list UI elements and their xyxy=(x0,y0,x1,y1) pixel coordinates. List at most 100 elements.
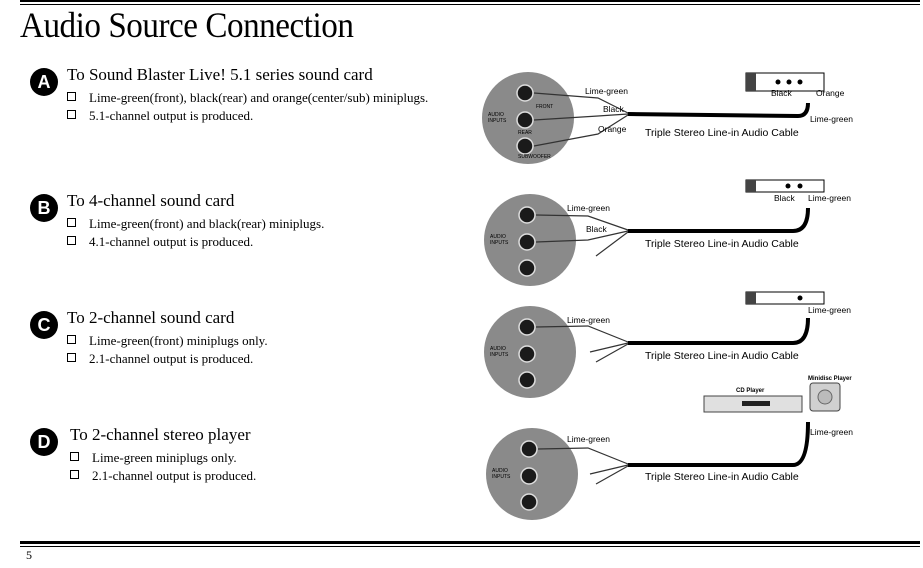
top-rule-thin xyxy=(20,4,920,5)
bullet-list: Lime-green(front) and black(rear) minipl… xyxy=(67,215,324,251)
diagram-b-svg: AUDIO INPUTS Lime-green Black Triple Ste… xyxy=(484,179,851,286)
plug-wire-icon xyxy=(595,465,629,485)
bullet-item: Lime-green(front), black(rear) and orang… xyxy=(67,89,428,107)
plug-wire-icon xyxy=(537,447,629,465)
plug-label: Black xyxy=(586,224,608,234)
bullet-item: 4.1-channel output is produced. xyxy=(67,233,324,251)
plug-label: Orange xyxy=(598,124,627,134)
panel-inputs-label: INPUTS xyxy=(488,118,507,124)
checkbox-icon xyxy=(67,353,76,362)
cd-player-label: CD Player xyxy=(736,388,765,394)
bullet-item: Lime-green(front) miniplugs only. xyxy=(67,332,268,350)
checkbox-icon xyxy=(70,452,79,461)
section-badge: A xyxy=(30,68,58,96)
panel-rear-label: REAR xyxy=(518,130,532,136)
checkbox-icon xyxy=(67,92,76,101)
panel-subwoofer-label: SUBWOOFER xyxy=(518,154,551,160)
card-port-label: Lime-green xyxy=(808,305,851,315)
checkbox-icon xyxy=(67,335,76,344)
checkbox-icon xyxy=(70,470,79,479)
bottom-rule-thick xyxy=(20,541,920,544)
cable-label: Triple Stereo Line-in Audio Cable xyxy=(645,471,799,483)
card-port-label: Orange xyxy=(816,88,845,98)
plug-wire-icon xyxy=(533,114,629,147)
bullet-item: Lime-green(front) and black(rear) minipl… xyxy=(67,215,324,233)
cable-icon xyxy=(628,207,810,233)
sound-card-icon xyxy=(745,179,825,193)
bullet-item: Lime-green miniplugs only. xyxy=(70,449,256,467)
page-title: Audio Source Connection xyxy=(20,5,354,45)
plug-wire-icon xyxy=(535,325,629,343)
bullet-list: Lime-green(front), black(rear) and orang… xyxy=(67,89,428,125)
plug-wire-icon xyxy=(533,92,629,114)
players-svg: CD Player Minidisc Player xyxy=(703,376,852,413)
bullet-item: 5.1-channel output is produced. xyxy=(67,107,428,125)
jack-front-icon xyxy=(518,318,536,336)
card-port-label: Lime-green xyxy=(808,193,851,203)
plug-label: Lime-green xyxy=(567,315,610,325)
diagram-b: AUDIO INPUTS Lime-green Black Triple Ste… xyxy=(478,178,858,288)
diagram-a: FRONT REAR AUDIO INPUTS SUBWOOFER Lime-g… xyxy=(478,68,858,178)
diagram-c-svg: AUDIO INPUTS Lime-green Triple Stereo Li… xyxy=(484,291,851,398)
cable-icon xyxy=(627,102,810,119)
jack-front-icon xyxy=(520,440,538,458)
section-badge: C xyxy=(30,311,58,339)
section-badge: B xyxy=(30,194,58,222)
panel-audio-label: AUDIO xyxy=(490,234,506,240)
jack-center-icon xyxy=(516,137,534,155)
diagram-d: AUDIO INPUTS Lime-green Triple Stereo Li… xyxy=(478,418,858,528)
panel-audio-label: AUDIO xyxy=(488,112,504,118)
plug-wire-icon xyxy=(533,113,629,121)
diagram-a-svg: FRONT REAR AUDIO INPUTS SUBWOOFER Lime-g… xyxy=(482,72,853,164)
diagram-c: AUDIO INPUTS Lime-green Triple Stereo Li… xyxy=(478,290,858,400)
sound-card-icon xyxy=(745,291,825,305)
checkbox-icon xyxy=(67,236,76,245)
cable-icon xyxy=(628,421,810,467)
plug-wire-icon xyxy=(589,464,629,475)
section-heading: To 2-channel sound card xyxy=(67,308,235,327)
checkbox-icon xyxy=(67,218,76,227)
card-port-label: Black xyxy=(771,88,793,98)
section-heading: To Sound Blaster Live! 5.1 series sound … xyxy=(67,65,373,84)
jack-rear-icon xyxy=(518,233,536,251)
section-heading: To 4-channel sound card xyxy=(67,191,235,210)
plug-wire-icon xyxy=(595,231,629,257)
jack-rear-icon xyxy=(516,111,534,129)
jack-rear-icon xyxy=(520,467,538,485)
bullet-list: Lime-green(front) miniplugs only. 2.1-ch… xyxy=(67,332,268,368)
plug-wire-icon xyxy=(535,230,629,243)
plug-wire-icon xyxy=(589,342,629,353)
panel-inputs-label: INPUTS xyxy=(490,352,509,358)
panel-inputs-label: INPUTS xyxy=(492,474,511,480)
jack-front-icon xyxy=(516,84,534,102)
plug-wire-icon xyxy=(535,214,629,231)
panel-inputs-label: INPUTS xyxy=(490,240,509,246)
card-port-label: Lime-green xyxy=(810,427,853,437)
cable-label: Triple Stereo Line-in Audio Cable xyxy=(645,350,799,362)
card-port-label: Black xyxy=(774,193,796,203)
plug-wire-icon xyxy=(595,343,629,363)
plug-label: Black xyxy=(603,104,625,114)
panel-audio-label: AUDIO xyxy=(490,346,506,352)
diagram-d-svg: AUDIO INPUTS Lime-green Triple Stereo Li… xyxy=(486,421,853,520)
jack-center-icon xyxy=(518,371,536,389)
plug-label: Lime-green xyxy=(567,203,610,213)
jack-center-icon xyxy=(518,259,536,277)
jack-front-icon xyxy=(518,206,536,224)
plug-label: Lime-green xyxy=(567,434,610,444)
bullet-item: 2.1-channel output is produced. xyxy=(70,467,256,485)
panel-front-label: FRONT xyxy=(536,104,553,110)
jack-rear-icon xyxy=(518,345,536,363)
page-number: 5 xyxy=(26,548,32,562)
section-badge: D xyxy=(30,428,58,456)
section-heading: To 2-channel stereo player xyxy=(70,425,251,444)
bullet-list: Lime-green miniplugs only. 2.1-channel o… xyxy=(70,449,256,485)
jack-center-icon xyxy=(520,493,538,511)
bullet-item: 2.1-channel output is produced. xyxy=(67,350,268,368)
players: CD Player Minidisc Player xyxy=(478,373,858,418)
cable-icon xyxy=(628,317,810,345)
cable-label: Triple Stereo Line-in Audio Cable xyxy=(645,127,799,139)
checkbox-icon xyxy=(67,110,76,119)
top-rule-thick xyxy=(20,0,920,2)
cable-label: Triple Stereo Line-in Audio Cable xyxy=(645,238,799,250)
